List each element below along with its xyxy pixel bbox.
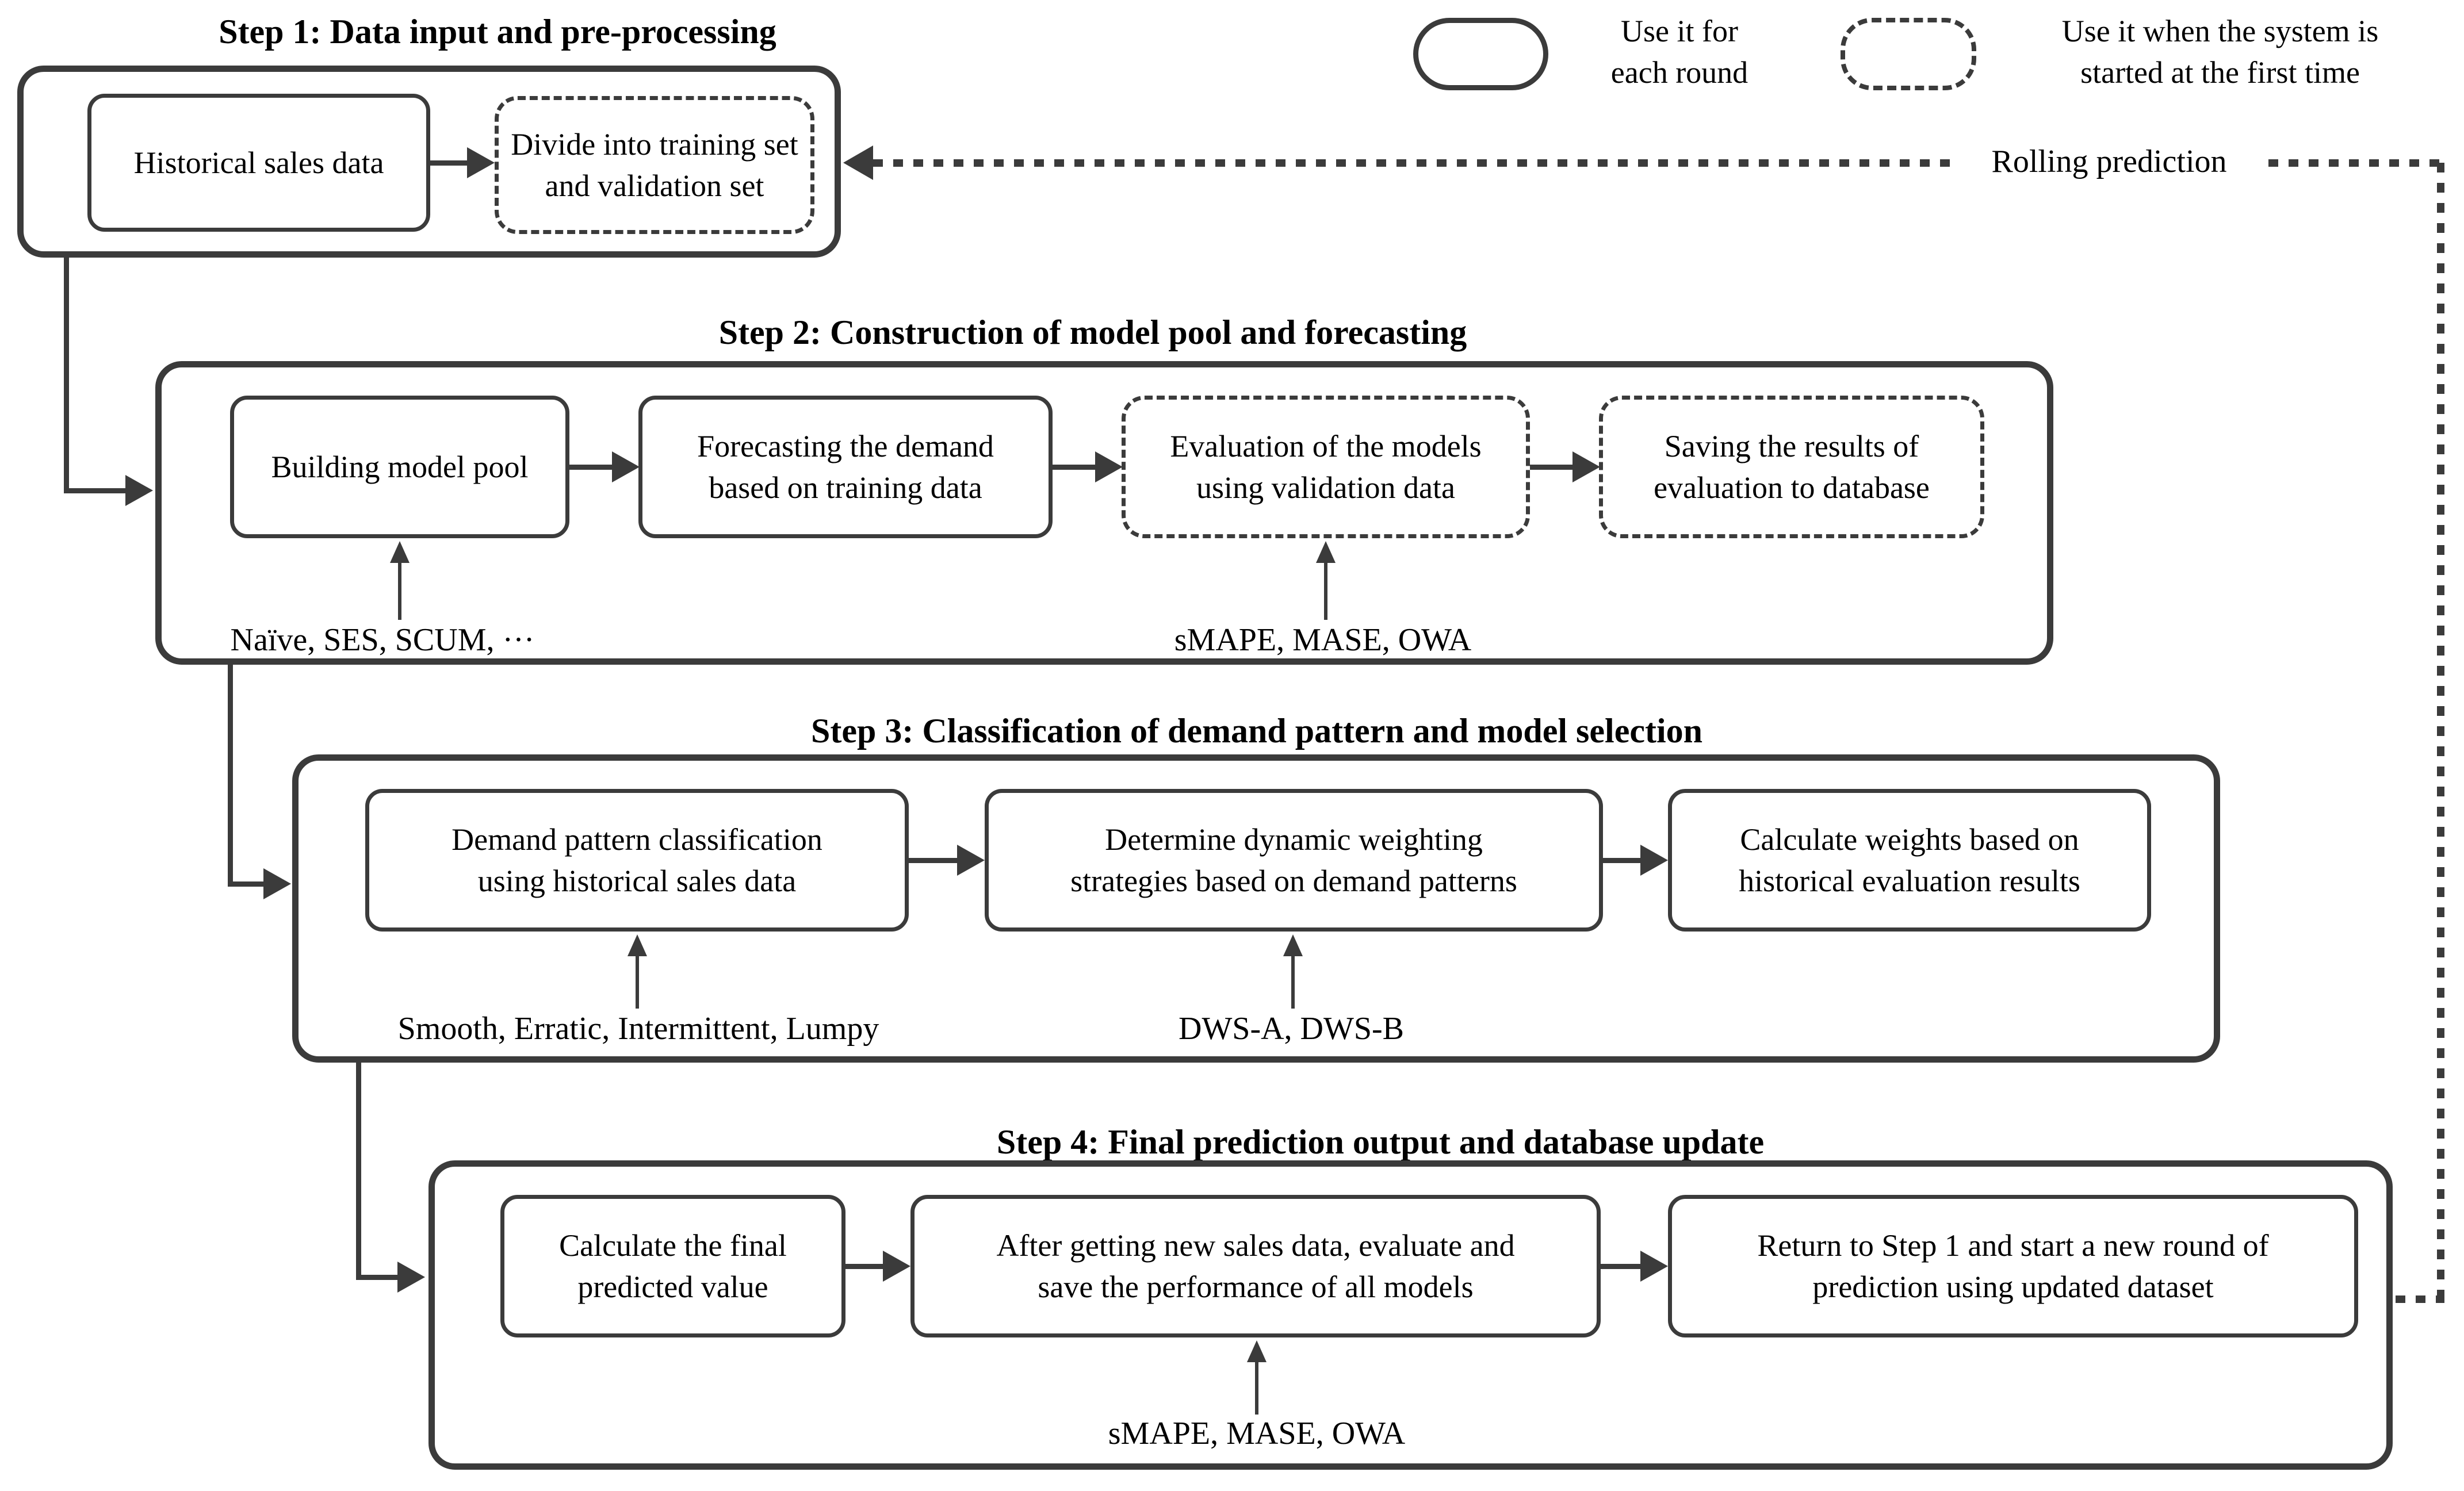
arrow-s4-a-to-b-head xyxy=(883,1251,910,1282)
arrow-s4-a-to-b-line xyxy=(845,1264,884,1269)
demand-pattern-classification-box: Demand pattern classification using hist… xyxy=(365,789,909,932)
calculate-weights-box: Calculate weights based on historical ev… xyxy=(1668,789,2151,932)
connector-step1-step2-arrowhead xyxy=(125,475,153,506)
arrow-s2-c-to-d-line xyxy=(1530,465,1574,470)
connector-step1-step2-horizontal xyxy=(64,488,127,493)
legend-solid-shape xyxy=(1413,18,1548,90)
step2-metrics-arrow-head xyxy=(1316,541,1336,563)
arrow-s2-c-to-d-head xyxy=(1572,451,1600,482)
arrow-s2-a-to-b-line xyxy=(569,465,613,470)
connector-step2-step3-horizontal xyxy=(228,881,266,887)
rolling-prediction-label: Rolling prediction xyxy=(1991,144,2227,179)
step3-patterns-arrow-head xyxy=(628,934,647,956)
legend-solid-label: Use it for each round xyxy=(1610,14,1748,90)
arrow-s3-a-to-b-line xyxy=(909,858,958,863)
building-model-pool-box: Building model pool xyxy=(230,396,569,538)
divide-training-validation-box: Divide into training set and validation … xyxy=(495,96,814,234)
step4-metrics-note: sMAPE, MASE, OWA xyxy=(1108,1416,1406,1451)
connector-step3-step4-horizontal xyxy=(356,1275,399,1280)
connector-step2-step3-arrowhead xyxy=(263,868,291,899)
step3-title: Step 3: Classification of demand pattern… xyxy=(811,712,1702,750)
step2-models-note: Naïve, SES, SCUM, ··· xyxy=(230,622,535,658)
feedback-dotted-line-bottom xyxy=(2396,1295,2444,1303)
legend-dashed-label: Use it when the system is started at the… xyxy=(2061,14,2379,90)
feedback-dotted-line-right xyxy=(2437,163,2444,1301)
legend-dashed-shape xyxy=(1841,18,1976,90)
step3-strategies-arrow-line xyxy=(1291,956,1295,1009)
step3-strategies-arrow-head xyxy=(1283,934,1303,956)
step1-container xyxy=(17,66,841,258)
arrow-s4-b-to-c-head xyxy=(1640,1251,1668,1282)
arrow-s4-b-to-c-line xyxy=(1601,1264,1642,1269)
arrow-s2-b-to-c-line xyxy=(1053,465,1096,470)
step2-container xyxy=(155,361,2053,665)
connector-step1-step2-vertical xyxy=(64,258,69,493)
arrow-s3-a-to-b-head xyxy=(957,845,985,876)
feedback-arrowhead-into-step1 xyxy=(843,145,873,180)
dynamic-weighting-strategies-box: Determine dynamic weighting strategies b… xyxy=(985,789,1603,932)
arrow-s1-a-to-b-line xyxy=(430,160,467,166)
arrow-s3-b-to-c-head xyxy=(1640,845,1668,876)
saving-results-box: Saving the results of evaluation to data… xyxy=(1599,396,1984,538)
step1-title: Step 1: Data input and pre-processing xyxy=(219,13,776,51)
step3-container xyxy=(292,754,2220,1063)
arrow-s2-b-to-c-head xyxy=(1095,451,1123,482)
step2-metrics-arrow-line xyxy=(1324,562,1327,620)
step4-container xyxy=(428,1160,2393,1470)
step2-metrics-note: sMAPE, MASE, OWA xyxy=(1174,622,1472,658)
feedback-dotted-line-top-right xyxy=(2268,159,2441,167)
connector-step2-step3-vertical xyxy=(228,665,233,887)
step2-models-arrow-head xyxy=(390,541,410,563)
step4-metrics-arrow-head xyxy=(1247,1340,1267,1362)
step3-patterns-note: Smooth, Erratic, Intermittent, Lumpy xyxy=(397,1011,879,1047)
calculate-final-value-box: Calculate the final predicted value xyxy=(500,1195,845,1337)
arrow-s1-a-to-b-head xyxy=(467,147,495,178)
feedback-dotted-line-top-left xyxy=(873,159,1951,167)
step3-strategies-note: DWS-A, DWS-B xyxy=(1179,1011,1404,1047)
connector-step3-step4-vertical xyxy=(356,1063,361,1280)
arrow-s2-a-to-b-head xyxy=(612,451,640,482)
evaluate-save-performance-box: After getting new sales data, evaluate a… xyxy=(910,1195,1601,1337)
connector-step3-step4-arrowhead xyxy=(397,1262,425,1293)
step4-title: Step 4: Final prediction output and data… xyxy=(996,1123,1765,1161)
forecasting-demand-box: Forecasting the demand based on training… xyxy=(638,396,1053,538)
step3-patterns-arrow-line xyxy=(636,956,639,1009)
evaluation-models-box: Evaluation of the models using validatio… xyxy=(1122,396,1530,538)
step2-title: Step 2: Construction of model pool and f… xyxy=(718,313,1467,351)
historical-sales-data-box: Historical sales data xyxy=(87,94,430,232)
step2-models-arrow-line xyxy=(398,562,401,620)
return-to-step1-box: Return to Step 1 and start a new round o… xyxy=(1668,1195,2358,1337)
step4-metrics-arrow-line xyxy=(1255,1362,1258,1415)
arrow-s3-b-to-c-line xyxy=(1603,858,1642,863)
